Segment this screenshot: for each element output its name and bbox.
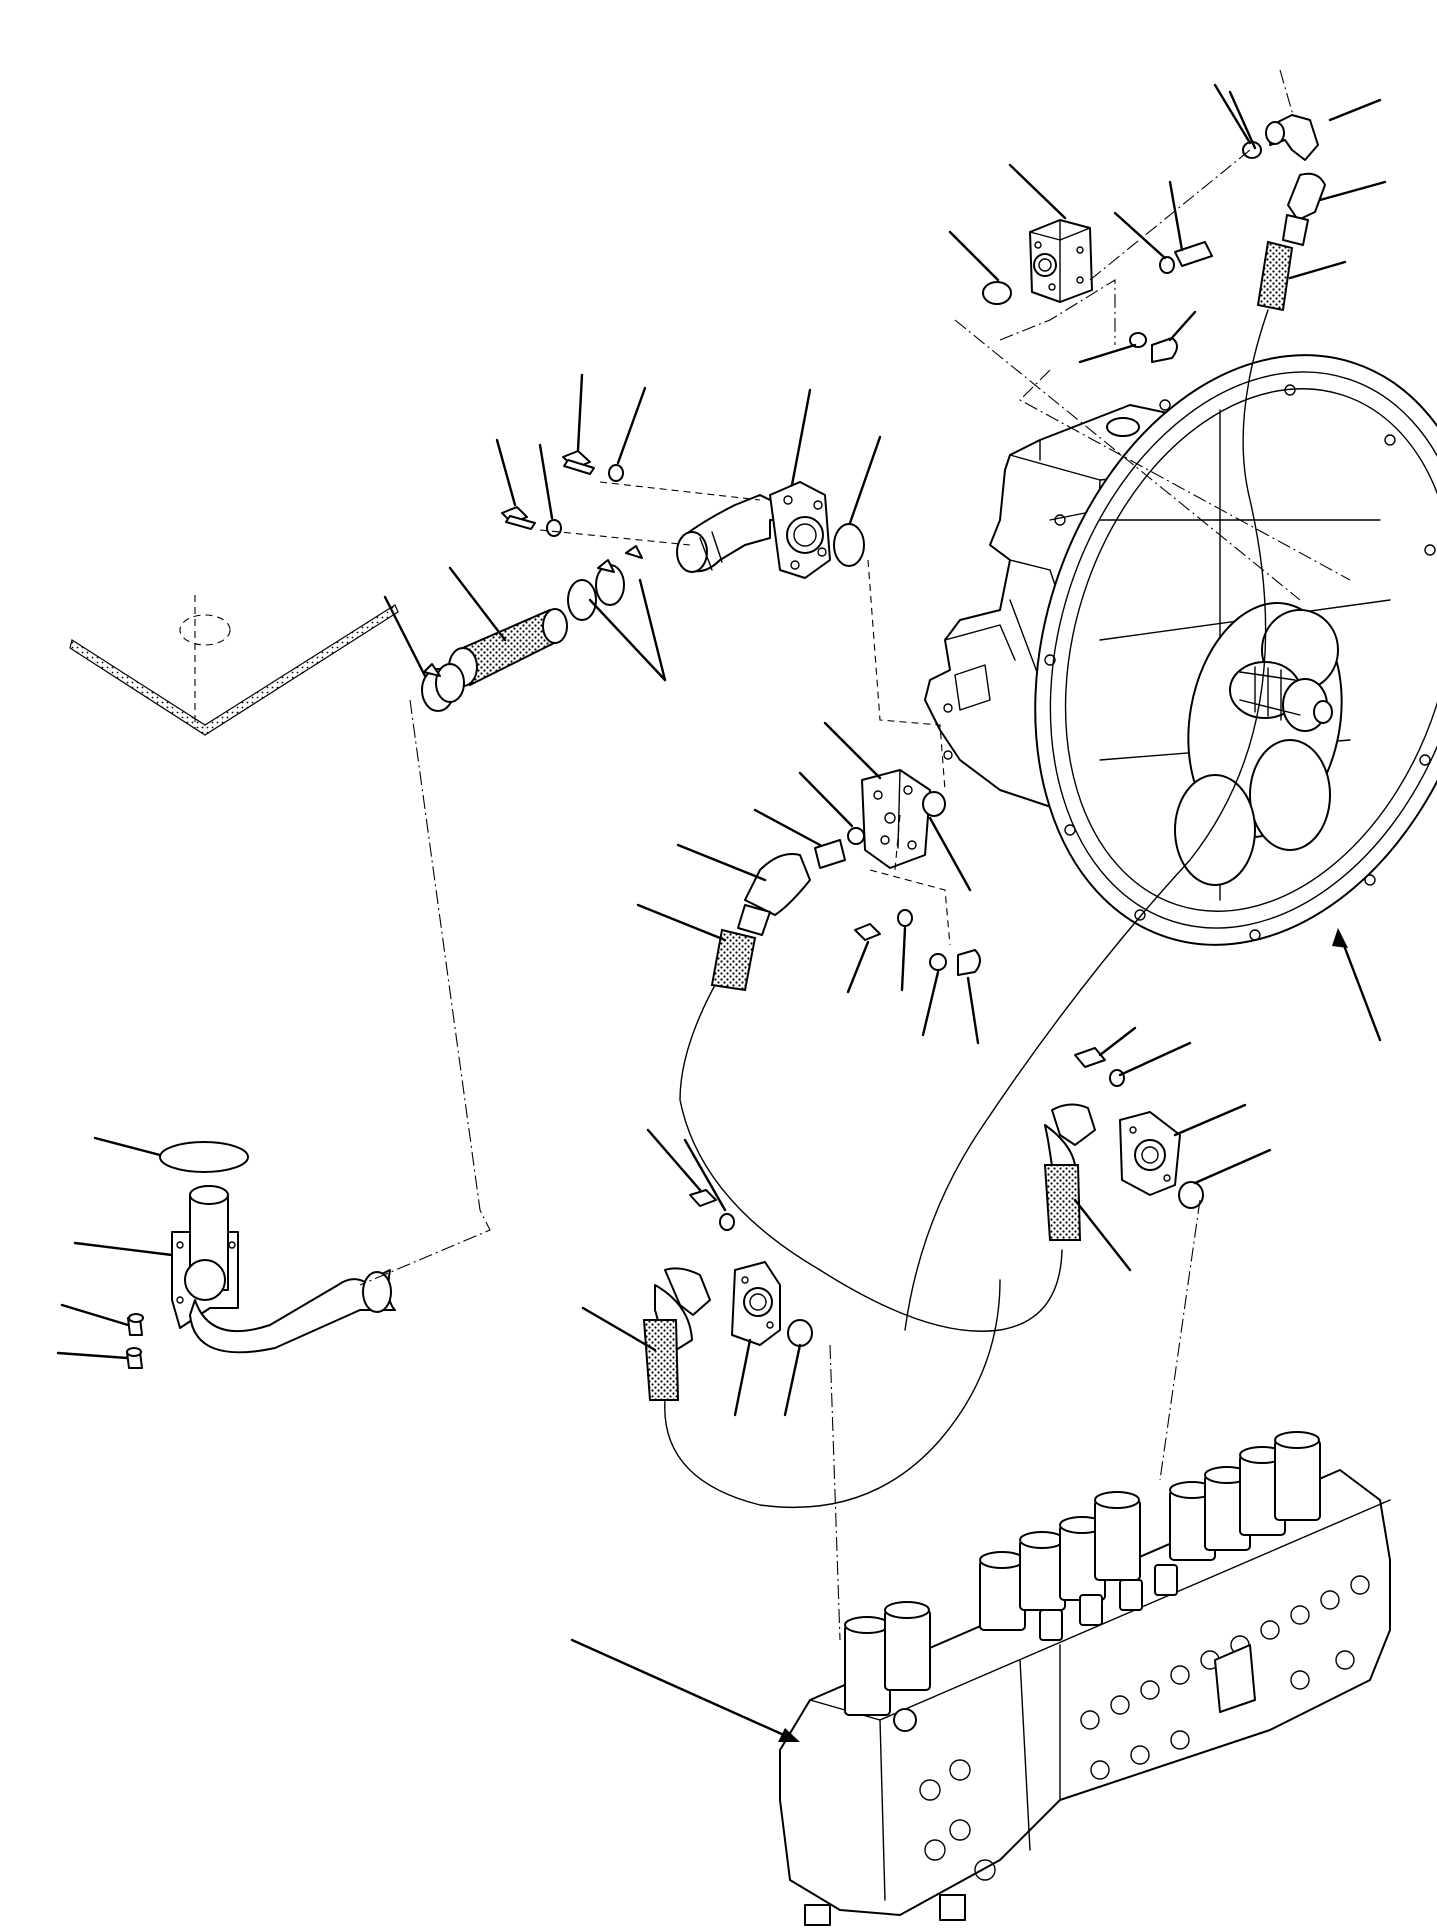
suction-flange-washer	[608, 464, 624, 482]
valve-spool-caps	[844, 1431, 1321, 1716]
relief-valves	[893, 1564, 1178, 1732]
valve-side-plate	[1214, 1644, 1256, 1713]
hydraulic-pump	[924, 354, 1437, 946]
valve-flange-right	[1119, 1111, 1181, 1196]
suction-hose-clamp-left	[421, 663, 465, 712]
suction-elbow-flange	[676, 481, 831, 579]
valve-flange-right-washer	[1109, 1069, 1125, 1087]
pump-arrow	[1338, 933, 1382, 1042]
top-block-o-ring	[982, 281, 1012, 305]
elbow-o-ring	[1242, 141, 1262, 159]
valve-hose-right	[1043, 1103, 1096, 1241]
valve-flange-right-o-ring	[1178, 1181, 1204, 1209]
top-bolt	[1174, 241, 1213, 267]
suction-small-bolt	[501, 506, 536, 530]
side-washer	[897, 909, 913, 927]
tank-outlet-pipe	[171, 1185, 396, 1354]
flange-bolt-holes	[1044, 384, 1436, 941]
side-o-ring-small	[847, 827, 865, 845]
pump-gear-lower	[1249, 739, 1331, 851]
valve-hose-left	[642, 1267, 1001, 1509]
top-plug	[1151, 337, 1178, 363]
pump-side-hose	[679, 928, 1063, 1332]
valve-flange-left-o-ring	[787, 1319, 813, 1347]
top-washer	[1159, 256, 1175, 274]
suction-small-washer	[546, 519, 562, 537]
pump-side-block	[814, 769, 981, 976]
suction-hose	[448, 608, 568, 687]
side-plug-o-ring	[929, 953, 947, 971]
side-nipple	[814, 839, 846, 869]
suction-hose-clamp-pair	[567, 545, 643, 621]
valve-flange-left	[731, 1261, 781, 1346]
valve-flange-right-bolt	[1074, 1047, 1106, 1068]
side-block-o-ring	[922, 791, 946, 817]
pump-gear-left	[1174, 774, 1256, 886]
control-valve-arrow	[570, 1638, 797, 1742]
tank-outlet-o-ring	[159, 1141, 249, 1173]
pump-top-elbow	[1265, 114, 1326, 246]
valve-flange-left-washer	[719, 1213, 735, 1231]
pump-top-port	[1106, 417, 1140, 437]
side-plug	[957, 949, 981, 976]
pump-side-elbow	[737, 853, 811, 936]
side-bolt	[854, 923, 881, 941]
hydraulic-tank-corner	[69, 595, 399, 736]
assembly-centerlines	[359, 69, 1351, 1641]
control-valve	[779, 1431, 1391, 1926]
pump-top-hose	[904, 240, 1294, 1331]
tank-outlet-bolts	[126, 1313, 144, 1369]
valve-flange-left-bolt	[689, 1189, 717, 1207]
callout-leaders	[56, 83, 1387, 1742]
suction-flange-o-ring	[833, 523, 865, 567]
suction-flange-bolt	[562, 450, 595, 475]
pump-top-block	[982, 141, 1262, 363]
